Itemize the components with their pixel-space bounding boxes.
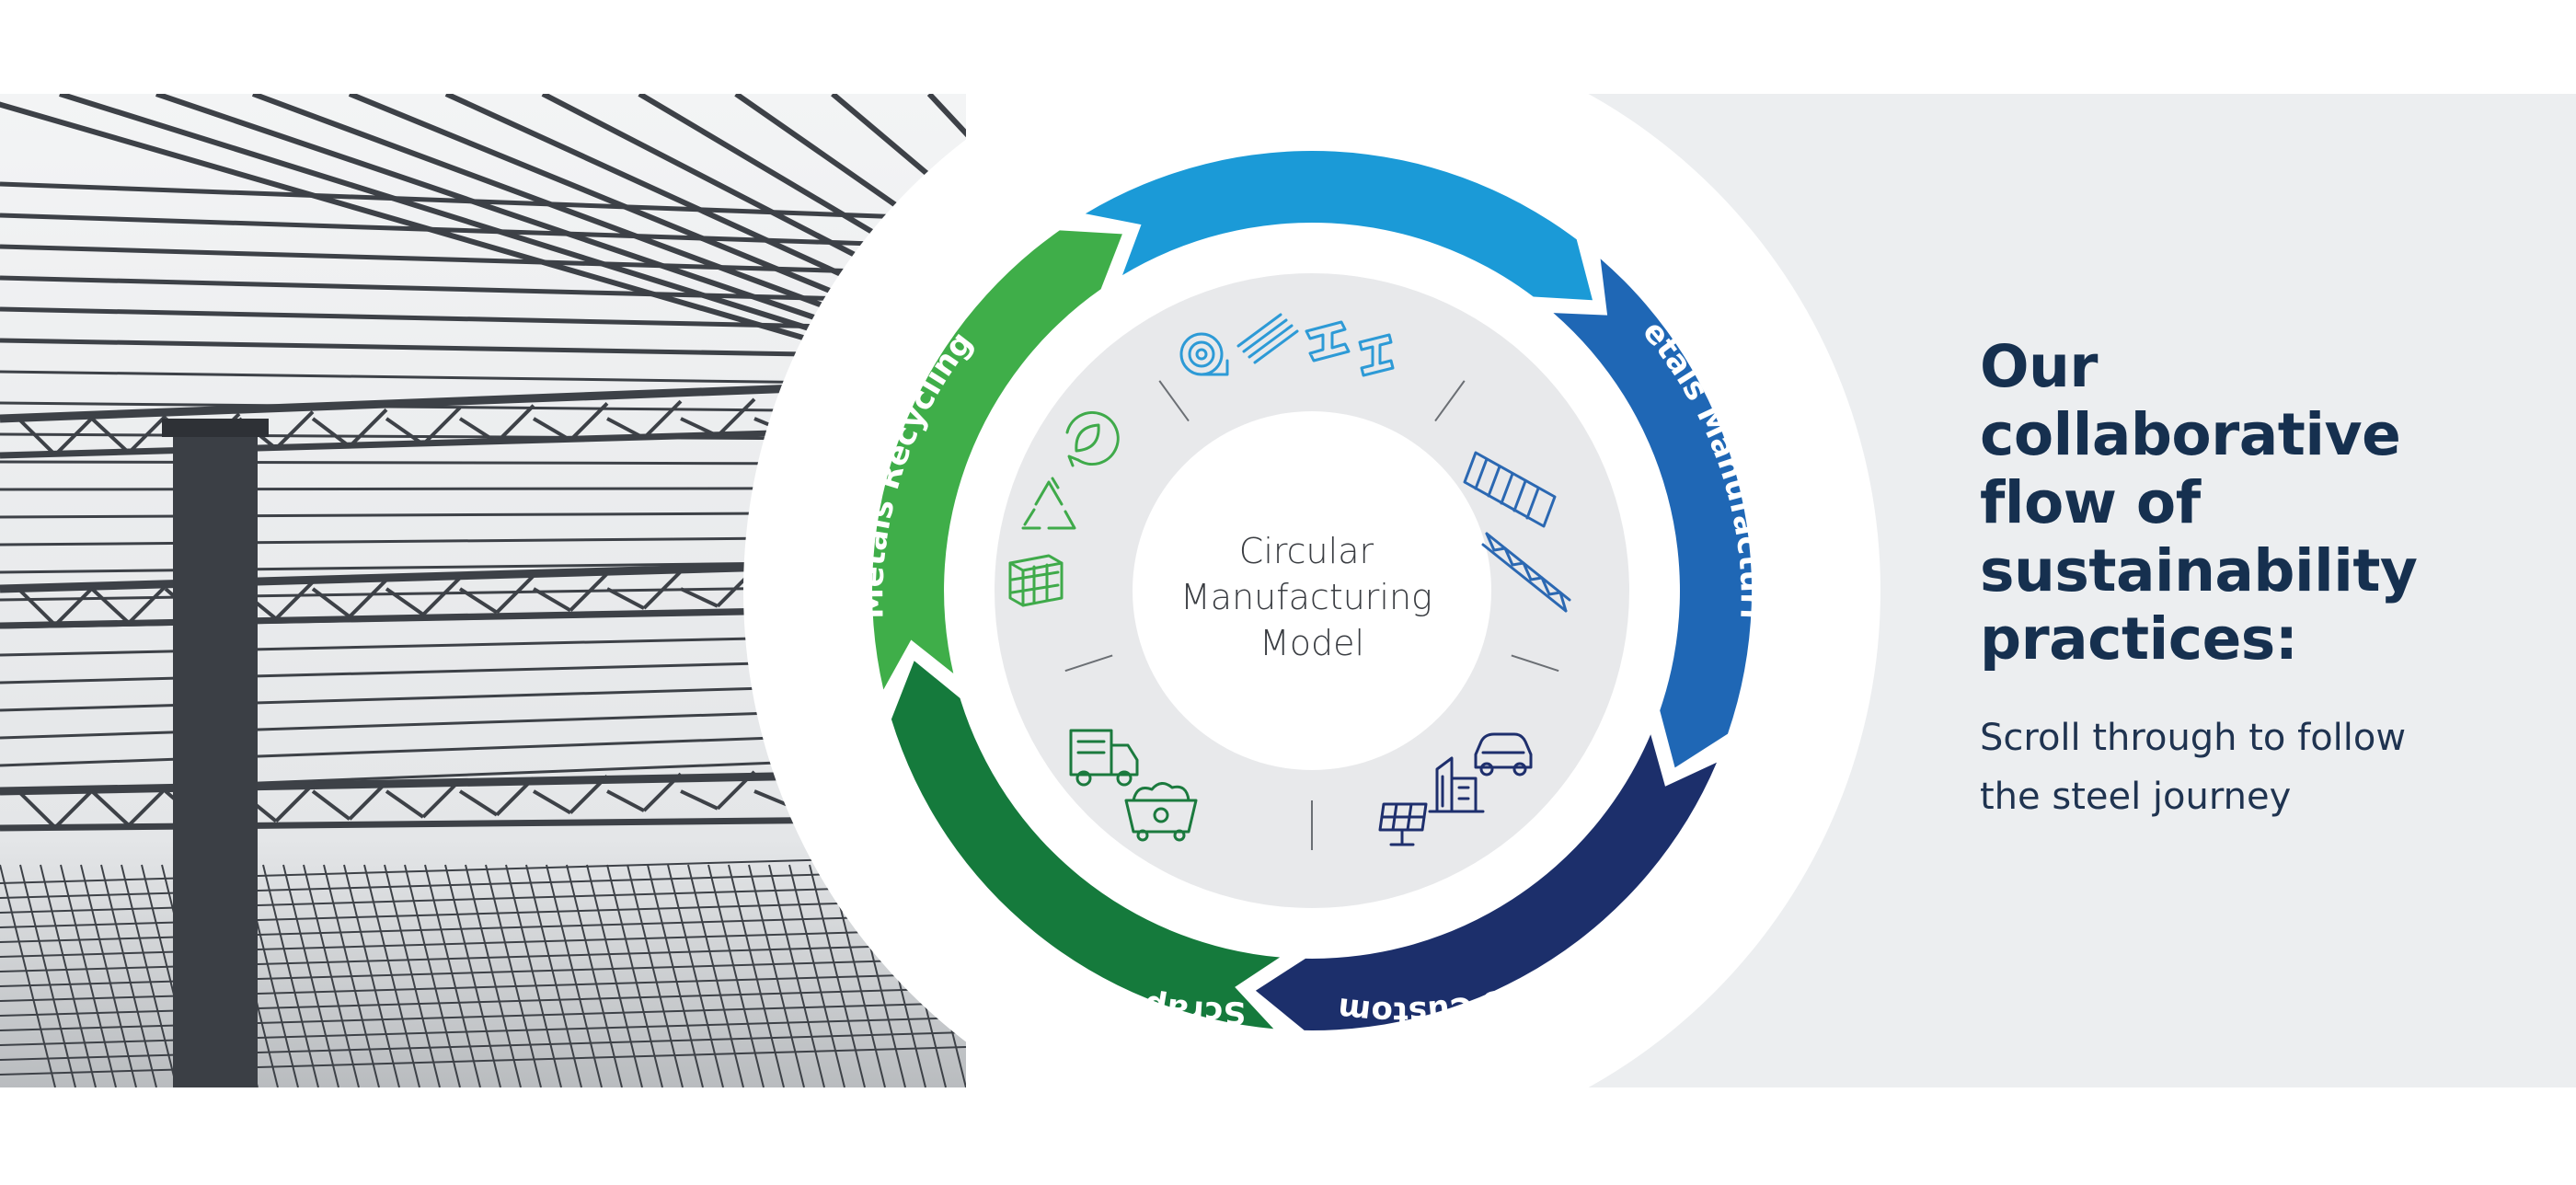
rebar-bundle-icon	[1236, 313, 1299, 364]
stage-arrow-metals-production	[1085, 151, 1593, 301]
stage-arrow-metals-recycling	[872, 230, 1122, 690]
svg-text:Circular Manufacturing: Circular Manufacturing Model	[1180, 531, 1443, 663]
headline-line-5: practices:	[1980, 605, 2298, 673]
scrap-bin-icon	[1124, 782, 1198, 842]
center-label-line-2: Manufacturing	[1180, 577, 1432, 617]
scroll-instruction: Scroll through to follow the steel journ…	[1980, 708, 2495, 826]
headline-line-4: sustainability	[1980, 537, 2418, 604]
metal-deck-icon	[1463, 451, 1557, 528]
leaf-cycle-icon	[1065, 411, 1120, 467]
headline-line-2: collaborative	[1980, 401, 2401, 468]
solar-panel-icon	[1378, 802, 1428, 846]
stage-divider	[1434, 380, 1466, 422]
i-beam-icon	[1358, 333, 1395, 377]
building-icon	[1428, 756, 1485, 813]
subtext-line-2: the steel journey	[1980, 776, 2292, 818]
center-label-line-3: Model	[1259, 623, 1364, 663]
subtext-line-1: Scroll through to follow	[1980, 717, 2407, 759]
i-beam-icon	[1305, 320, 1351, 362]
stage-divider	[1064, 654, 1113, 673]
stage-divider	[1158, 380, 1190, 422]
headline-line-1: Our	[1980, 333, 2098, 400]
stage-arrow-external-metals-customers	[1255, 734, 1717, 1030]
scrap-bale-icon	[1008, 554, 1064, 607]
stage-arrow-metals-manufacturing	[1553, 259, 1753, 768]
recycle-icon	[1021, 477, 1076, 530]
headline: Our collaborative flow of sustainability…	[1980, 333, 2495, 673]
center-circle	[1133, 411, 1491, 770]
car-icon	[1474, 732, 1533, 777]
center-label-line-1: Circular	[1239, 531, 1374, 571]
steel-coil-icon	[1179, 332, 1229, 376]
truck-icon	[1069, 729, 1139, 787]
steel-joist-icon	[1481, 532, 1571, 613]
headline-line-3: flow of	[1980, 469, 2201, 536]
stage-divider	[1511, 654, 1559, 673]
stage-arrow-scrap-collection	[891, 661, 1281, 1030]
